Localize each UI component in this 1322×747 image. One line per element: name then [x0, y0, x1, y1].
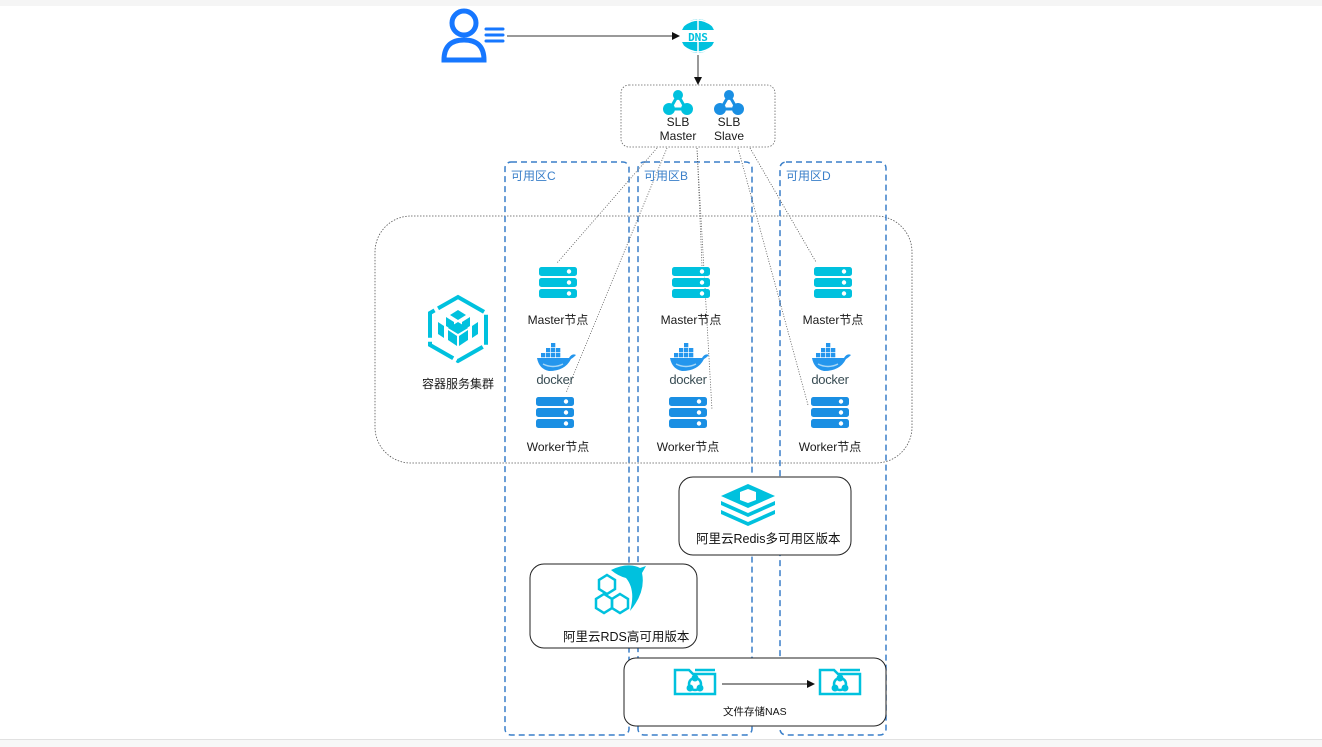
zone-d-master-server-icon: [814, 267, 852, 298]
zone-d-docker-whale-icon: [812, 343, 851, 371]
zone-c-label: 可用区C: [511, 169, 556, 183]
rds-dolphin-icon: [594, 565, 646, 615]
zone-d-worker-label: Worker节点: [798, 440, 862, 454]
zone-b-worker-label: Worker节点: [656, 440, 720, 454]
zone-c-docker-whale-icon: [537, 343, 576, 371]
zone-b-docker-label: docker: [669, 372, 707, 387]
dns-text: DNS: [688, 31, 708, 44]
redis-icon: [721, 484, 775, 526]
nas-primary-icon: [673, 668, 717, 696]
edge-slb-worker-zone-c: [565, 147, 668, 394]
top-band: [0, 0, 1322, 6]
slb-slave-label: SLB Slave: [704, 115, 754, 143]
edge-slb-master-zone-d: [749, 147, 817, 263]
slb-slave-label-line1: SLB: [717, 115, 741, 129]
zone-b-master-server-icon: [672, 267, 710, 298]
zone-d-container: [779, 161, 887, 736]
edge-slb-worker-zone-b: [696, 147, 713, 411]
zone-c-worker-server-icon: [536, 397, 574, 428]
zone-c-docker-label: docker: [536, 372, 574, 387]
slb-master-icon: [663, 90, 693, 115]
zone-c-master-label: Master节点: [527, 313, 589, 327]
slb-master-label: SLB Master: [653, 115, 703, 143]
slb-slave-icon: [714, 90, 744, 115]
cluster-container: [374, 215, 913, 464]
zone-c-worker-label: Worker节点: [526, 440, 590, 454]
zone-d-worker-server-icon: [811, 397, 849, 428]
zone-b-master-label: Master节点: [660, 313, 722, 327]
zone-d-label: 可用区D: [786, 169, 831, 183]
edge-slb-worker-zone-d: [737, 147, 809, 406]
container-service-icon: [428, 294, 488, 364]
nas-label: 文件存储NAS: [723, 706, 787, 718]
slb-slave-label-line2: Slave: [713, 129, 745, 143]
zone-b-container: [637, 161, 753, 736]
slb-master-label-line1: SLB: [666, 115, 690, 129]
edge-slb-master-zone-b: [696, 147, 703, 267]
zone-b-worker-server-icon: [669, 397, 707, 428]
rds-label: 阿里云RDS高可用版本: [563, 630, 690, 644]
dns-globe-icon: DNS: [681, 19, 715, 53]
zone-b-label: 可用区B: [644, 169, 689, 183]
redis-label: 阿里云Redis多可用区版本: [696, 532, 841, 546]
nas-replica-icon: [818, 668, 862, 696]
slb-master-label-line2: Master: [659, 129, 697, 143]
user-icon: [441, 8, 505, 63]
cluster-label: 容器服务集群: [421, 377, 494, 391]
rds-box: [529, 563, 698, 649]
zone-d-docker-label: docker: [811, 372, 849, 387]
zone-d-master-label: Master节点: [802, 313, 864, 327]
zone-c-master-server-icon: [539, 267, 577, 298]
slb-container: [620, 84, 776, 148]
bottom-band: [0, 739, 1322, 747]
zone-b-docker-whale-icon: [670, 343, 709, 371]
zone-c-container: [504, 161, 630, 736]
edge-slb-master-zone-c: [556, 147, 658, 264]
